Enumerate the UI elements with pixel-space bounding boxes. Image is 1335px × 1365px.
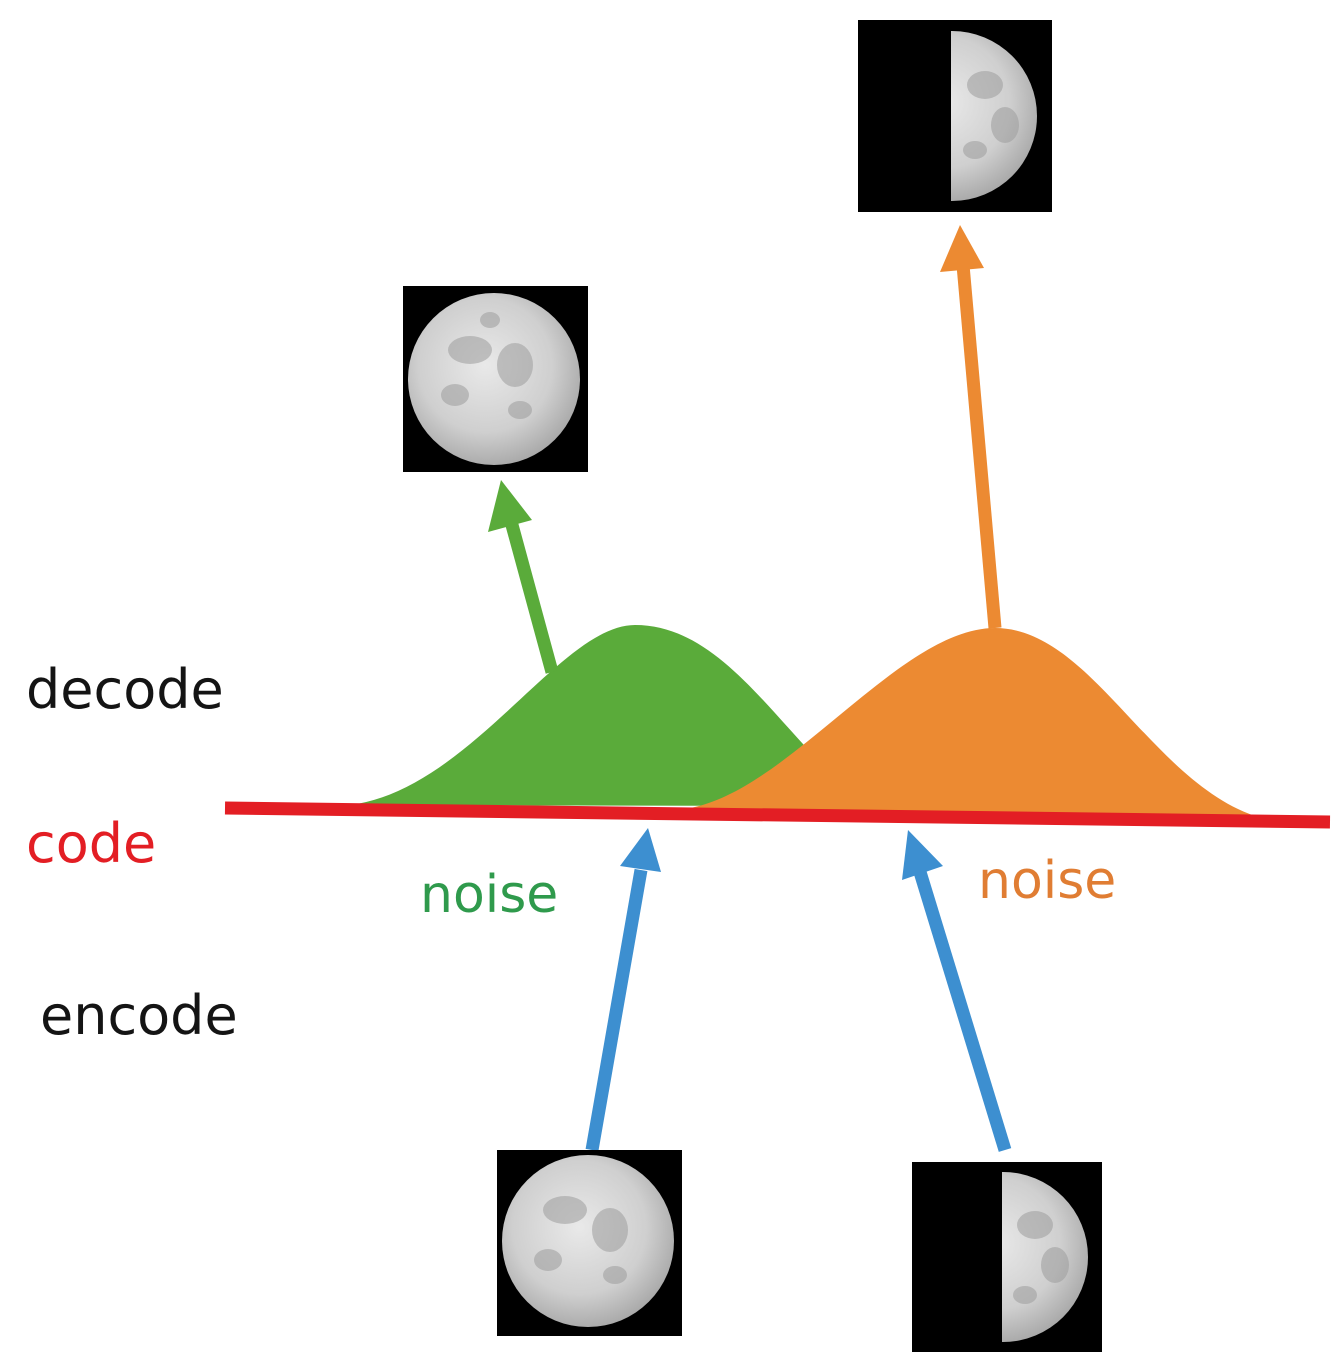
encode-label: encode [40, 984, 238, 1047]
blue-encode-arrow-right [902, 830, 1012, 1152]
decoded-half-moon-image [858, 20, 1052, 212]
green-noise-label: noise [420, 865, 558, 925]
decoded-full-moon-image [403, 286, 588, 472]
code-label: code [26, 812, 156, 875]
orange-noise-label: noise [978, 851, 1116, 911]
blue-encode-arrow-left [585, 828, 661, 1152]
orange-decode-arrow [940, 225, 1002, 629]
decode-label: decode [26, 658, 224, 721]
input-half-moon-image [912, 1162, 1102, 1352]
orange-distribution-curve [690, 628, 1255, 816]
green-distribution-curve [350, 625, 845, 806]
code-line [224, 801, 1331, 829]
green-decode-arrow [488, 480, 559, 674]
input-full-moon-image [497, 1150, 682, 1336]
